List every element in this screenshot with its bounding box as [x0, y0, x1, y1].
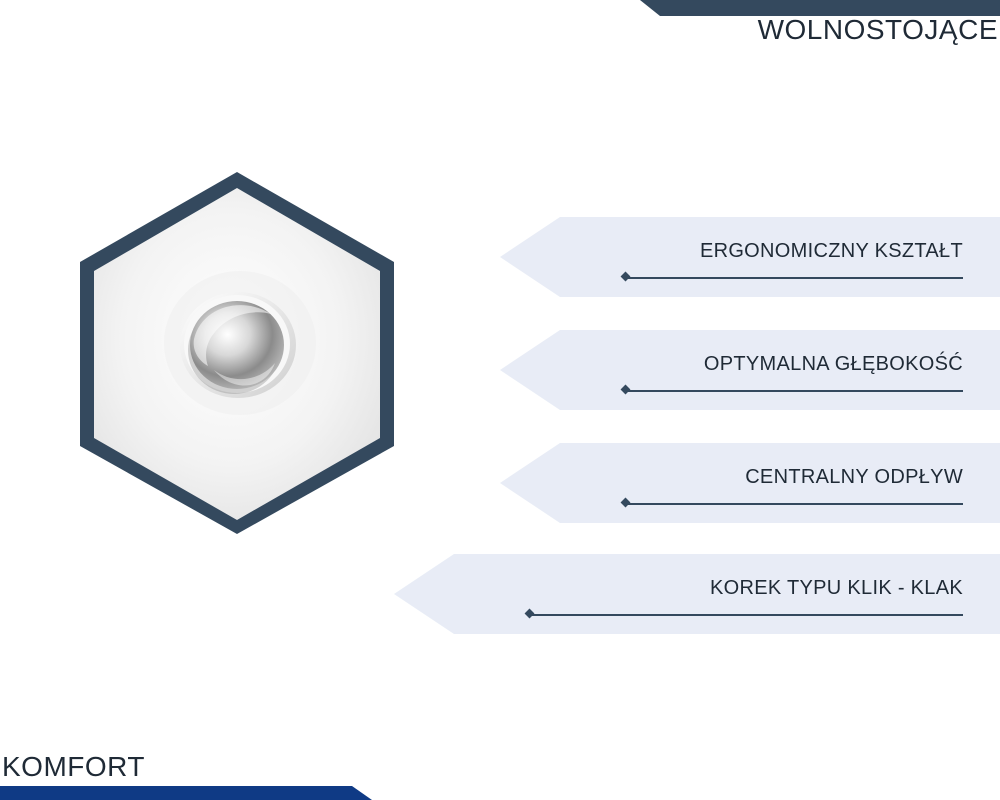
feature-label: KOREK TYPU KLIK - KLAK — [710, 577, 963, 599]
feature-label: ERGONOMICZNY KSZTAŁT — [699, 240, 963, 262]
feature-underline — [620, 384, 963, 395]
feature-underline — [620, 497, 963, 508]
feature-underline — [620, 271, 963, 282]
feature-ergonomic-shape: ERGONOMICZNY KSZTAŁT — [500, 217, 1000, 297]
feature-underline — [524, 608, 963, 619]
footer-accent-bar — [0, 786, 372, 800]
feature-click-clack-plug: KOREK TYPU KLIK - KLAK — [394, 554, 1000, 634]
diamond-marker-icon — [620, 497, 631, 508]
section-title: KOMFORT — [2, 751, 145, 782]
header-accent-bar — [640, 0, 1000, 16]
drain-plug-image — [78, 170, 396, 536]
category-title: WOLNOSTOJĄCE — [757, 14, 998, 45]
diamond-marker-icon — [524, 608, 535, 619]
feature-central-drain: CENTRALNY ODPŁYW — [500, 443, 1000, 523]
feature-label: OPTYMALNA GŁĘBOKOŚĆ — [703, 353, 963, 375]
hexagon-frame-icon — [80, 172, 394, 534]
diamond-marker-icon — [620, 384, 631, 395]
feature-optimal-depth: OPTYMALNA GŁĘBOKOŚĆ — [500, 330, 1000, 410]
diamond-marker-icon — [620, 271, 631, 282]
feature-label: CENTRALNY ODPŁYW — [745, 466, 963, 488]
